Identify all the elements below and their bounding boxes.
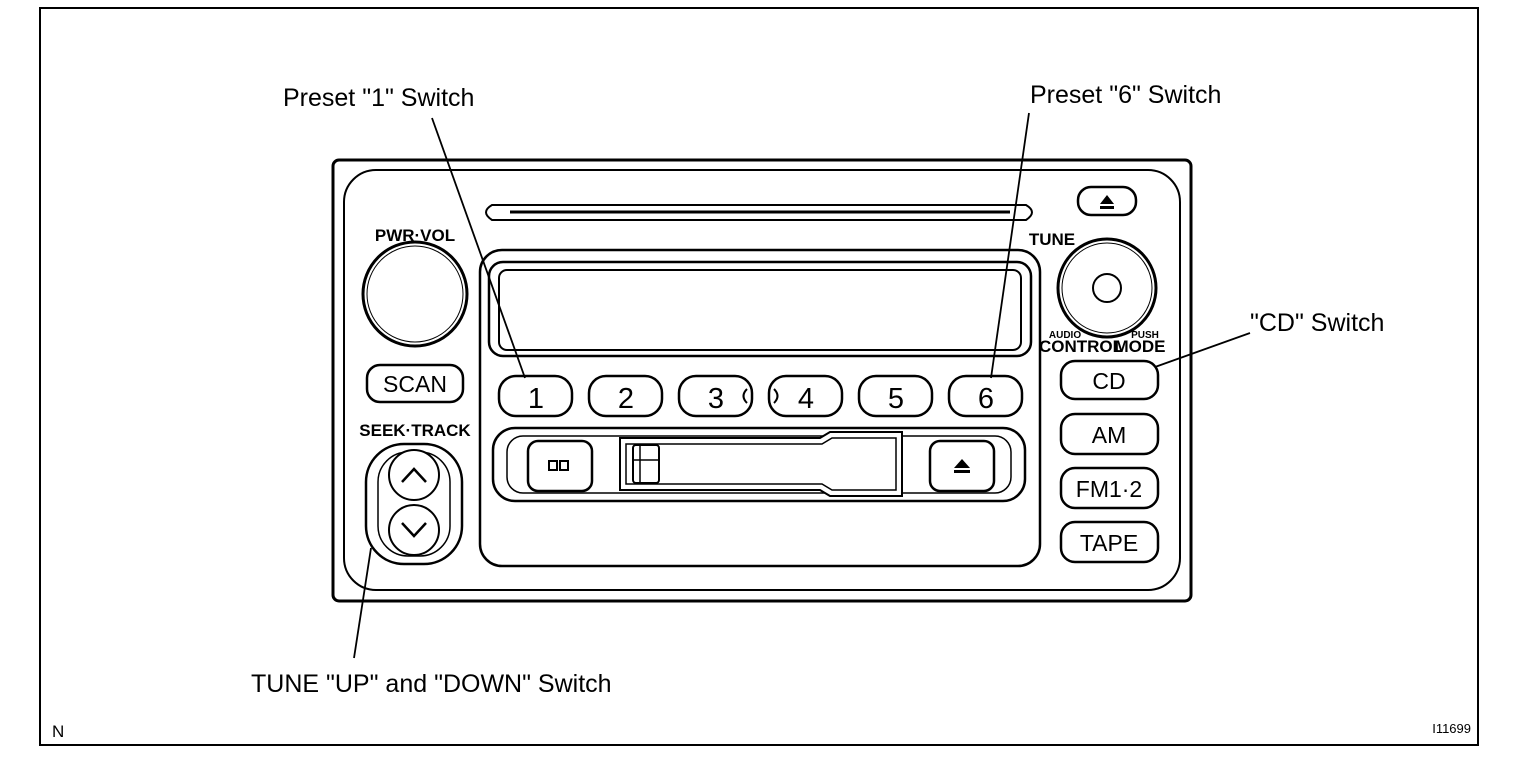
am-button[interactable]: AM xyxy=(1059,412,1160,456)
tune-label: TUNE xyxy=(1029,230,1075,249)
fm-button[interactable]: FM1·2 xyxy=(1059,466,1160,510)
preset-6-label: 6 xyxy=(978,383,994,415)
preset-button-2[interactable]: 2 xyxy=(587,374,664,418)
preset-4-label: 4 xyxy=(798,383,814,415)
tune-knob[interactable] xyxy=(1056,237,1158,339)
tune-updown-leader-line xyxy=(353,547,372,659)
tape-direction-button[interactable] xyxy=(526,439,594,493)
eject-icon xyxy=(1100,195,1114,209)
cd-slot xyxy=(485,204,1033,221)
tape-deck xyxy=(491,426,1027,503)
mode-label: MODE xyxy=(1115,337,1166,356)
chevron-up-icon xyxy=(401,467,427,483)
audio-label: AUDIO xyxy=(1049,330,1081,341)
bump-indicator xyxy=(773,388,779,404)
preset-button-4[interactable]: 4 xyxy=(767,374,844,418)
figure-id: I11699 xyxy=(1432,721,1471,736)
corner-mark: N xyxy=(52,722,64,741)
preset-2-label: 2 xyxy=(618,383,634,415)
preset-button-1[interactable]: 1 xyxy=(497,374,574,418)
tape-button-label: TAPE xyxy=(1080,530,1138,556)
eject-icon xyxy=(954,459,970,473)
preset-1-leader-line xyxy=(431,117,526,379)
pwr-vol-label: PWR·VOL xyxy=(375,226,455,245)
tune-updown-callout: TUNE "UP" and "DOWN" Switch xyxy=(251,670,612,698)
cd-eject-button[interactable] xyxy=(1076,185,1138,217)
am-button-label: AM xyxy=(1092,422,1127,448)
display-window xyxy=(487,260,1033,358)
tape-eject-button[interactable] xyxy=(928,439,996,493)
tape-direction-icon xyxy=(548,460,569,471)
seek-up-button[interactable] xyxy=(388,449,440,501)
tape-button[interactable]: TAPE xyxy=(1059,520,1160,564)
cd-switch-leader-line xyxy=(1154,332,1251,368)
pwr-vol-knob[interactable] xyxy=(361,240,469,348)
cd-button[interactable]: CD xyxy=(1059,359,1160,401)
figure-frame xyxy=(39,7,1479,746)
chevron-down-icon xyxy=(401,522,427,538)
preset-3-label: 3 xyxy=(708,383,724,415)
preset-button-5[interactable]: 5 xyxy=(857,374,934,418)
cd-switch-callout: "CD" Switch xyxy=(1250,309,1384,337)
push-label: PUSH xyxy=(1131,330,1159,341)
seek-track-label: SEEK·TRACK xyxy=(359,421,471,440)
preset-1-callout: Preset "1" Switch xyxy=(283,84,474,112)
scan-button[interactable]: SCAN xyxy=(365,363,465,404)
scan-button-label: SCAN xyxy=(383,371,447,397)
seek-down-button[interactable] xyxy=(388,504,440,556)
bump-indicator xyxy=(742,388,748,404)
preset-button-3[interactable]: 3 xyxy=(677,374,754,418)
preset-button-6[interactable]: 6 xyxy=(947,374,1024,418)
preset-5-label: 5 xyxy=(888,383,904,415)
preset-6-leader-line xyxy=(990,112,1030,379)
control-label: CONTROL xyxy=(1039,337,1123,356)
fm-button-label: FM1·2 xyxy=(1076,476,1142,502)
cd-button-label: CD xyxy=(1092,368,1125,394)
preset-1-label: 1 xyxy=(528,383,544,415)
preset-6-callout: Preset "6" Switch xyxy=(1030,81,1221,109)
